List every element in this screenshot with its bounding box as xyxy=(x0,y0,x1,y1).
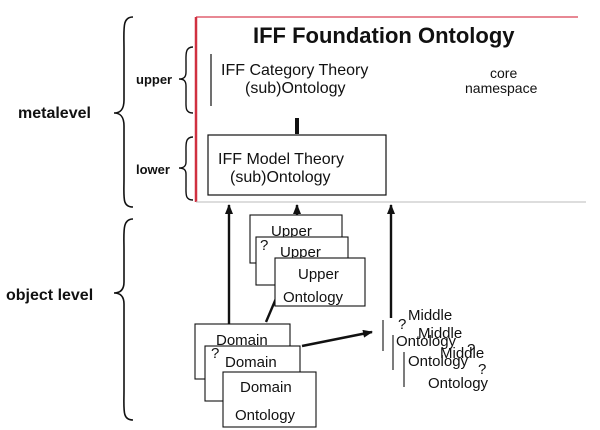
middle-ontology-1: Ontology xyxy=(396,333,457,350)
upper-box-front xyxy=(274,257,366,307)
model-theory-line2: (sub)Ontology xyxy=(230,169,331,186)
domain-middle-label: Domain xyxy=(225,354,277,371)
domain-to-middle-arrow xyxy=(301,329,373,348)
middle-label-3: Middle xyxy=(440,345,484,362)
upper-front-line1: Upper xyxy=(298,266,339,283)
model-theory-line1: IFF Model Theory xyxy=(218,151,344,168)
core-label: core xyxy=(490,65,517,81)
foundation-title: IFF Foundation Ontology xyxy=(253,23,515,48)
middle-question-3: ? xyxy=(478,361,486,378)
namespace-label: namespace xyxy=(465,80,538,96)
upper-brace xyxy=(178,46,194,114)
upper-middle-label: Upper xyxy=(280,244,321,261)
domain-question-mark: ? xyxy=(211,345,219,362)
middle-label-1: Middle xyxy=(408,307,452,324)
upper-front-line2: Ontology xyxy=(283,289,344,306)
domain-box-front xyxy=(222,371,317,428)
metalevel-brace xyxy=(113,16,134,208)
object-level-brace xyxy=(113,218,134,421)
upper-label: upper xyxy=(136,72,172,87)
domain-back-label: Domain xyxy=(216,332,268,349)
lower-label: lower xyxy=(136,162,170,177)
object-level-label: object level xyxy=(6,287,93,304)
foundation-ontology-frame xyxy=(194,16,586,203)
upper-back-label: Upper xyxy=(271,223,312,240)
domain-front-line2: Ontology xyxy=(235,407,296,424)
lower-brace xyxy=(178,136,194,201)
domain-front-line1: Domain xyxy=(240,379,292,396)
upper-question-mark: ? xyxy=(260,237,268,254)
category-model-connector xyxy=(295,118,299,134)
middle-question-2: ? xyxy=(467,341,475,358)
category-theory-line1: IFF Category Theory xyxy=(221,62,368,79)
metalevel-label: metalevel xyxy=(18,105,91,122)
middle-ontology-3: Ontology xyxy=(428,375,489,392)
model-theory-box xyxy=(207,134,387,196)
middle-ontology-2: Ontology xyxy=(408,353,469,370)
middle-label-2: Middle xyxy=(418,325,462,342)
middle-question-1: ? xyxy=(398,316,406,333)
category-theory-line2: (sub)Ontology xyxy=(245,80,346,97)
